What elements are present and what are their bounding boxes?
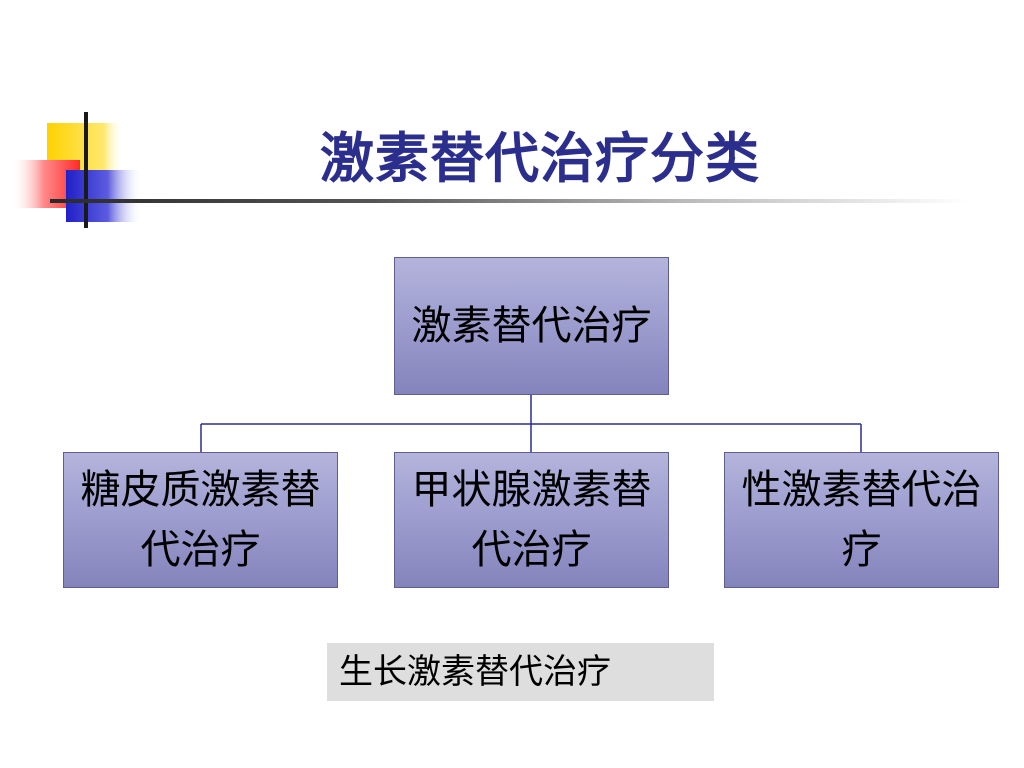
logo-vertical-bar xyxy=(84,112,88,228)
node-thyroid-hrt: 甲状腺激素替代治疗 xyxy=(394,452,669,588)
decorative-logo-mark xyxy=(14,112,142,228)
node-root-label: 激素替代治疗 xyxy=(411,303,652,349)
node-sex-hormone-hrt: 性激素替代治疗 xyxy=(724,452,999,588)
note-growth-hormone-hrt: 生长激素替代治疗 xyxy=(327,643,714,701)
title-underline xyxy=(50,199,970,203)
node-root-hrt: 激素替代治疗 xyxy=(394,257,669,395)
node-thyroid-label: 甲状腺激素替代治疗 xyxy=(411,467,652,573)
node-sex-hormone-label: 性激素替代治疗 xyxy=(741,467,982,573)
logo-blue-square xyxy=(66,170,142,222)
page-title: 激素替代治疗分类 xyxy=(320,126,760,190)
node-glucocorticoid-hrt: 糖皮质激素替代治疗 xyxy=(63,452,338,588)
node-glucocorticoid-label: 糖皮质激素替代治疗 xyxy=(80,467,321,573)
